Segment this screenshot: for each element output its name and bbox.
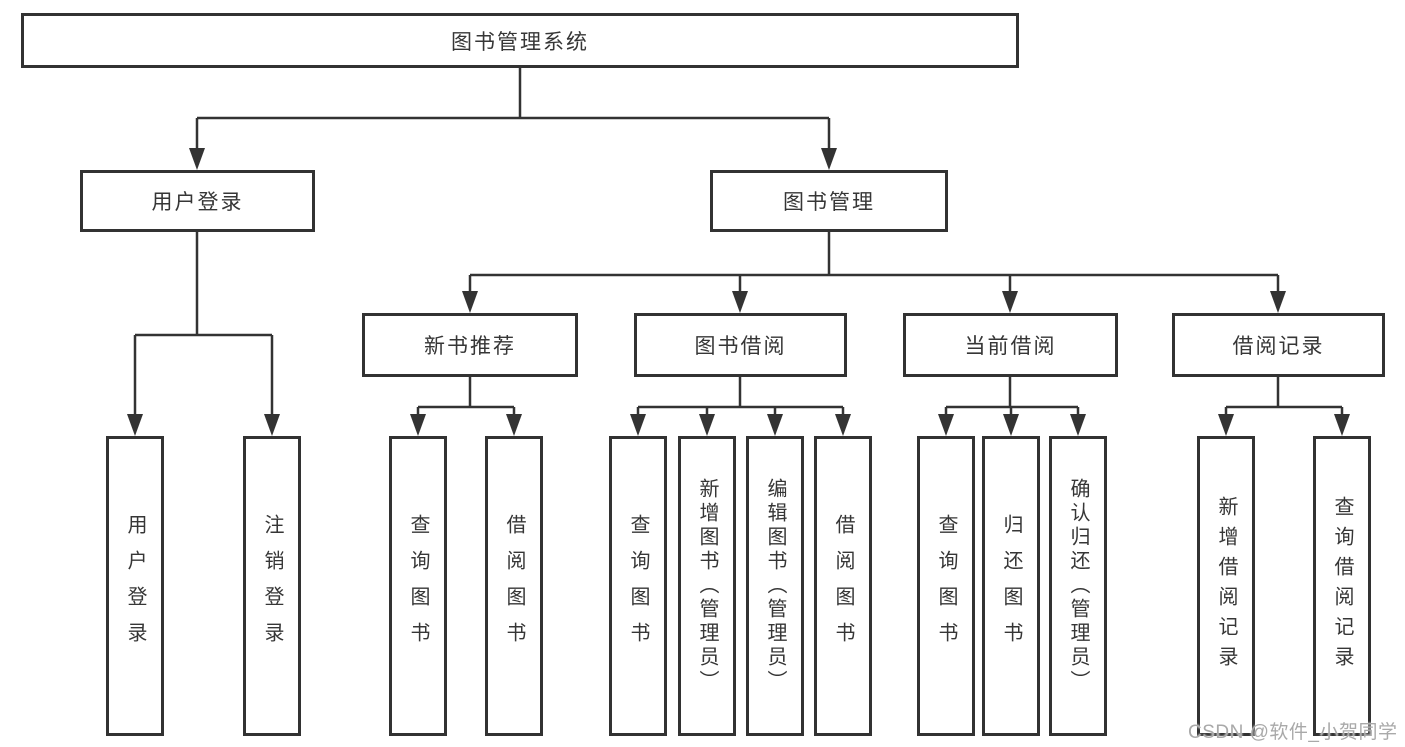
leaf-logout: 注销登录 [243,436,301,736]
leaf-borrow-books-recommend: 借阅图书 [485,436,543,736]
leaf-borrow-books: 借阅图书 [814,436,872,736]
leaf-query-books-borrow: 查询图书 [609,436,667,736]
node-book-management: 图书管理 [710,170,948,232]
leaf-user-login: 用户登录 [106,436,164,736]
leaf-return-books: 归还图书 [982,436,1040,736]
leaf-query-books-recommend: 查询图书 [389,436,447,736]
node-current-borrowing: 当前借阅 [903,313,1118,377]
leaf-edit-book-admin: 编辑图书（管理员） [746,436,804,736]
leaf-confirm-return-admin: 确认归还（管理员） [1049,436,1107,736]
leaf-add-borrow-record: 新增借阅记录 [1197,436,1255,736]
csdn-watermark: CSDN @软件_小贺同学 [1188,722,1398,743]
leaf-query-books-current: 查询图书 [917,436,975,736]
node-library-management-system: 图书管理系统 [21,13,1019,68]
node-borrowing-records: 借阅记录 [1172,313,1385,377]
node-new-book-recommendation: 新书推荐 [362,313,578,377]
leaf-add-book-admin: 新增图书（管理员） [678,436,736,736]
node-book-borrowing: 图书借阅 [634,313,847,377]
leaf-query-borrow-record: 查询借阅记录 [1313,436,1371,736]
node-user-login: 用户登录 [80,170,315,232]
